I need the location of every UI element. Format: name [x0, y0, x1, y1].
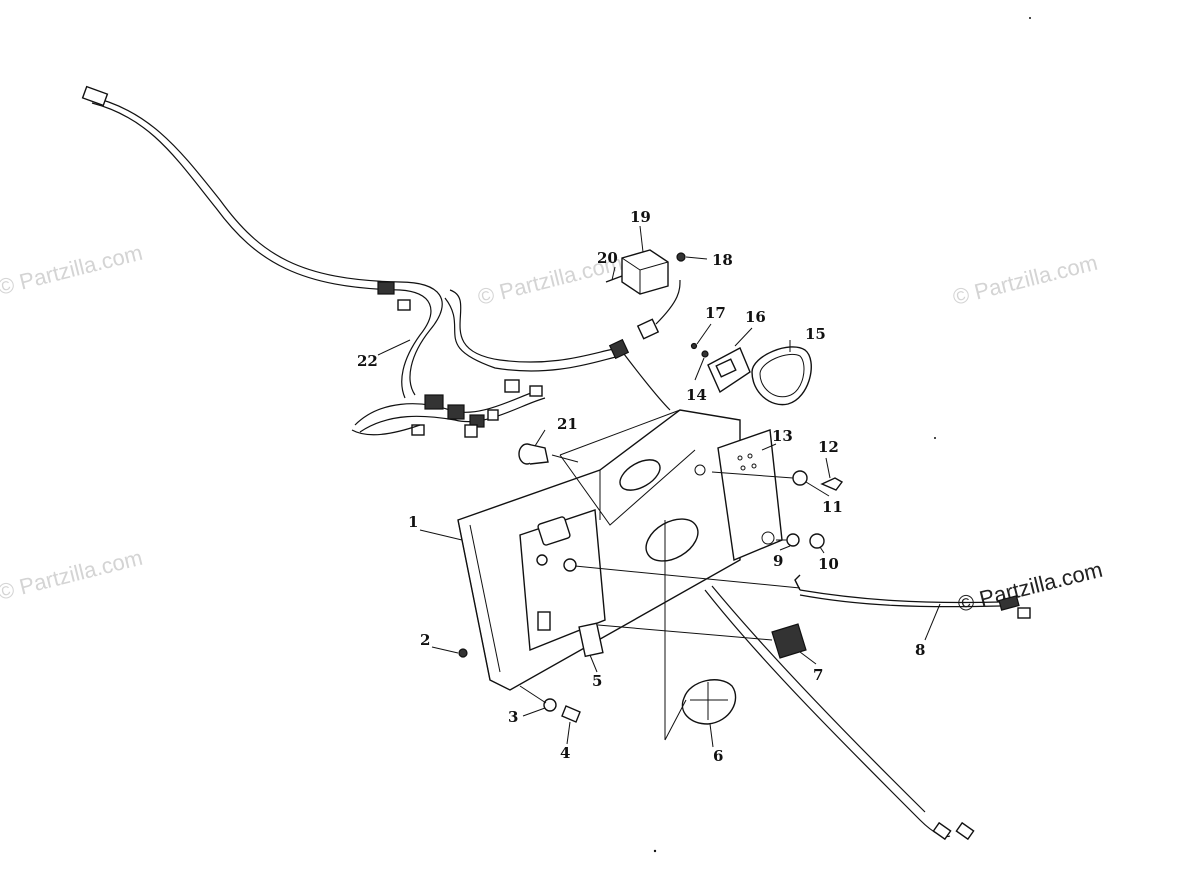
part-11-nut	[792, 470, 808, 486]
part-2-grommet	[458, 648, 468, 658]
callout-2: 2	[420, 631, 430, 649]
callout-5: 5	[592, 672, 602, 690]
callout-9: 9	[773, 552, 783, 570]
callout-20: 20	[597, 249, 618, 267]
part-12-screw	[820, 477, 844, 491]
callout-1: 1	[408, 513, 418, 531]
watermark-top-left: © Partzilla.com	[0, 240, 145, 300]
callout-4: 4	[560, 744, 570, 762]
watermark-mid-left: © Partzilla.com	[0, 545, 145, 605]
speck	[653, 849, 657, 853]
leader-lines	[377, 225, 941, 748]
part-13-plate	[694, 429, 783, 561]
watermark-top-right: © Partzilla.com	[950, 250, 1100, 310]
part-9-washer	[786, 533, 800, 547]
part-4-bolt	[561, 705, 581, 723]
callout-19: 19	[630, 208, 651, 226]
callout-18: 18	[712, 251, 733, 269]
speck	[1029, 17, 1031, 19]
part-6-lens	[664, 520, 737, 741]
callout-14: 14	[686, 386, 707, 404]
part-7-switch	[597, 623, 807, 659]
callout-6: 6	[713, 747, 723, 765]
main-wire-harness	[81, 85, 681, 438]
callout-21: 21	[557, 415, 578, 433]
callout-13: 13	[772, 427, 793, 445]
callout-7: 7	[813, 666, 823, 684]
part-14-screw	[701, 350, 709, 358]
callout-3: 3	[508, 708, 518, 726]
part-19-block	[605, 249, 686, 295]
part-10-nut	[809, 533, 825, 549]
callout-8: 8	[915, 641, 925, 659]
callout-22: 22	[357, 352, 378, 370]
callout-12: 12	[818, 438, 839, 456]
part-16-lens-frame	[707, 347, 751, 394]
speck	[934, 437, 936, 439]
part-21-lamp-socket	[518, 443, 579, 465]
callout-16: 16	[745, 308, 766, 326]
callout-10: 10	[818, 555, 839, 573]
callout-15: 15	[805, 325, 826, 343]
part-15-bezel	[751, 346, 812, 406]
part-3-washer	[543, 698, 557, 712]
part-1-console-housing	[457, 409, 741, 691]
part-8-cable	[574, 565, 1031, 619]
callout-11: 11	[822, 498, 843, 516]
part-17-nut	[690, 342, 698, 350]
callout-17: 17	[705, 304, 726, 322]
